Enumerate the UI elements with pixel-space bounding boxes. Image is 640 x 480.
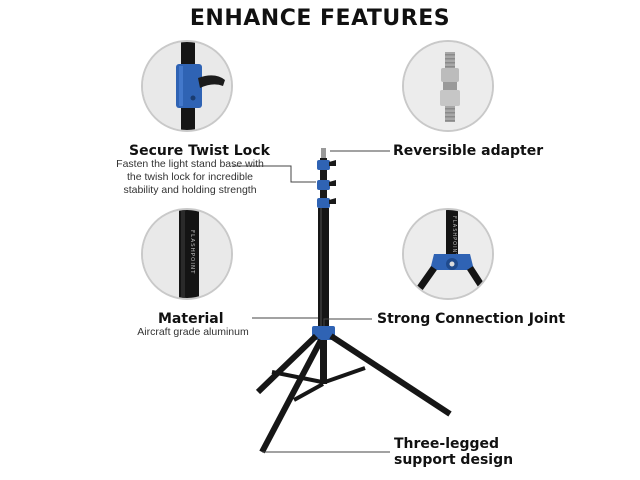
adapter-illustration (404, 42, 492, 130)
page-title: ENHANCE FEATURES (189, 6, 451, 31)
material-brand-text: FLASHPOINT (189, 230, 195, 275)
twist-lock-desc-line: the twish lock for incredible (126, 171, 254, 183)
material-illustration: FLASHPOINT (143, 210, 231, 298)
twist-lock-heading: Secure Twist Lock (129, 143, 270, 159)
legs-heading: Three-legged support design (394, 436, 513, 468)
joint-brand-text: FLASHPOINT (451, 216, 457, 257)
legs-heading-line: Three-legged (394, 436, 500, 452)
twist-lock-description: Fasten the light stand base with the twi… (110, 158, 270, 197)
joint-illustration: FLASHPOINT (404, 210, 492, 298)
twist-lock-desc-line: stability and holding strength (123, 184, 257, 196)
joint-detail-image: FLASHPOINT (402, 208, 494, 300)
adapter-heading: Reversible adapter (393, 143, 544, 159)
adapter-detail-image (402, 40, 494, 132)
material-description: Aircraft grade aluminum (137, 326, 249, 338)
twist-lock-detail-image (141, 40, 233, 132)
legs-heading-line: support design (394, 452, 514, 468)
joint-heading: Strong Connection Joint (377, 311, 566, 327)
material-detail-image: FLASHPOINT (141, 208, 233, 300)
twist-lock-illustration (143, 42, 231, 130)
twist-lock-desc-line: Fasten the light stand base with (116, 158, 264, 170)
material-heading: Material (158, 311, 224, 327)
